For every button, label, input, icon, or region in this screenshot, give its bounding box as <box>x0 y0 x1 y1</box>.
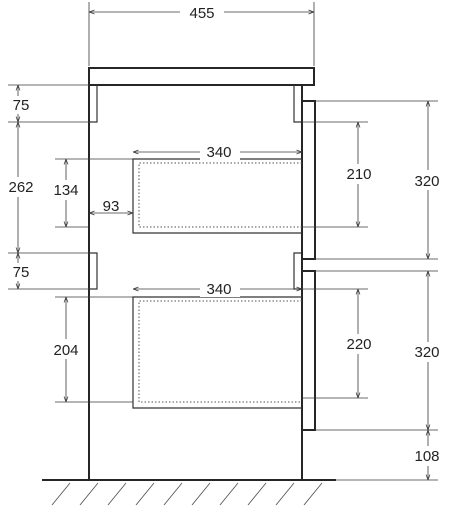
left-extension-lines <box>8 84 89 290</box>
dim-overall-width: 455 <box>88 2 315 66</box>
dim-upper-drawer-depth-label: 340 <box>206 144 231 161</box>
dim-top-gap-left: 75 <box>8 85 36 122</box>
dim-upper-drawer-offset: 93 <box>89 196 133 215</box>
dim-lower-drawer-height-label: 204 <box>53 342 78 359</box>
top-right-rail <box>293 85 302 123</box>
dim-upper-front-height: 320 <box>408 101 448 259</box>
cabinet-body <box>88 67 315 480</box>
dim-upper-drawer-depth: 340 <box>133 142 302 161</box>
dim-upper-front-inner-height: 210 <box>340 122 378 227</box>
middle-right-rail <box>293 252 302 290</box>
right-extension-lines <box>302 100 438 481</box>
middle-left-rail <box>89 252 98 290</box>
dim-left-height: 262 <box>4 122 40 253</box>
dim-top-gap-left-label: 75 <box>13 97 30 114</box>
dim-lower-drawer-depth: 340 <box>133 279 302 298</box>
dim-middle-gap-left: 75 <box>8 253 36 289</box>
dim-upper-front-height-label: 320 <box>414 173 439 190</box>
dim-upper-drawer-height: 134 <box>48 158 133 228</box>
dim-upper-drawer-offset-label: 93 <box>103 198 120 215</box>
drawer-fronts <box>301 100 316 431</box>
countertop <box>88 67 315 86</box>
dim-leg-height-label: 108 <box>414 448 439 465</box>
dim-lower-front-height: 320 <box>408 271 448 430</box>
dim-upper-front-inner-height-label: 210 <box>346 166 371 183</box>
dim-lower-front-height-label: 320 <box>414 344 439 361</box>
top-left-rail <box>89 85 98 123</box>
dim-lower-drawer-height: 204 <box>46 296 133 403</box>
upper-drawer-box <box>132 158 302 234</box>
upper-drawer-front <box>301 100 316 260</box>
dim-lower-front-inner-height: 220 <box>340 289 378 398</box>
floor-hatch <box>51 482 323 506</box>
dim-overall-width-label: 455 <box>189 5 214 22</box>
dim-left-height-label: 262 <box>8 179 33 196</box>
dim-upper-drawer-height-label: 134 <box>53 182 78 199</box>
dim-leg-height: 108 <box>408 430 448 480</box>
dim-lower-front-inner-height-label: 220 <box>346 336 371 353</box>
lower-drawer-box <box>132 296 302 409</box>
dim-lower-drawer-depth-label: 340 <box>206 281 231 298</box>
floor <box>42 479 336 506</box>
lower-drawer-front <box>301 270 316 431</box>
dim-middle-gap-left-label: 75 <box>13 264 30 281</box>
